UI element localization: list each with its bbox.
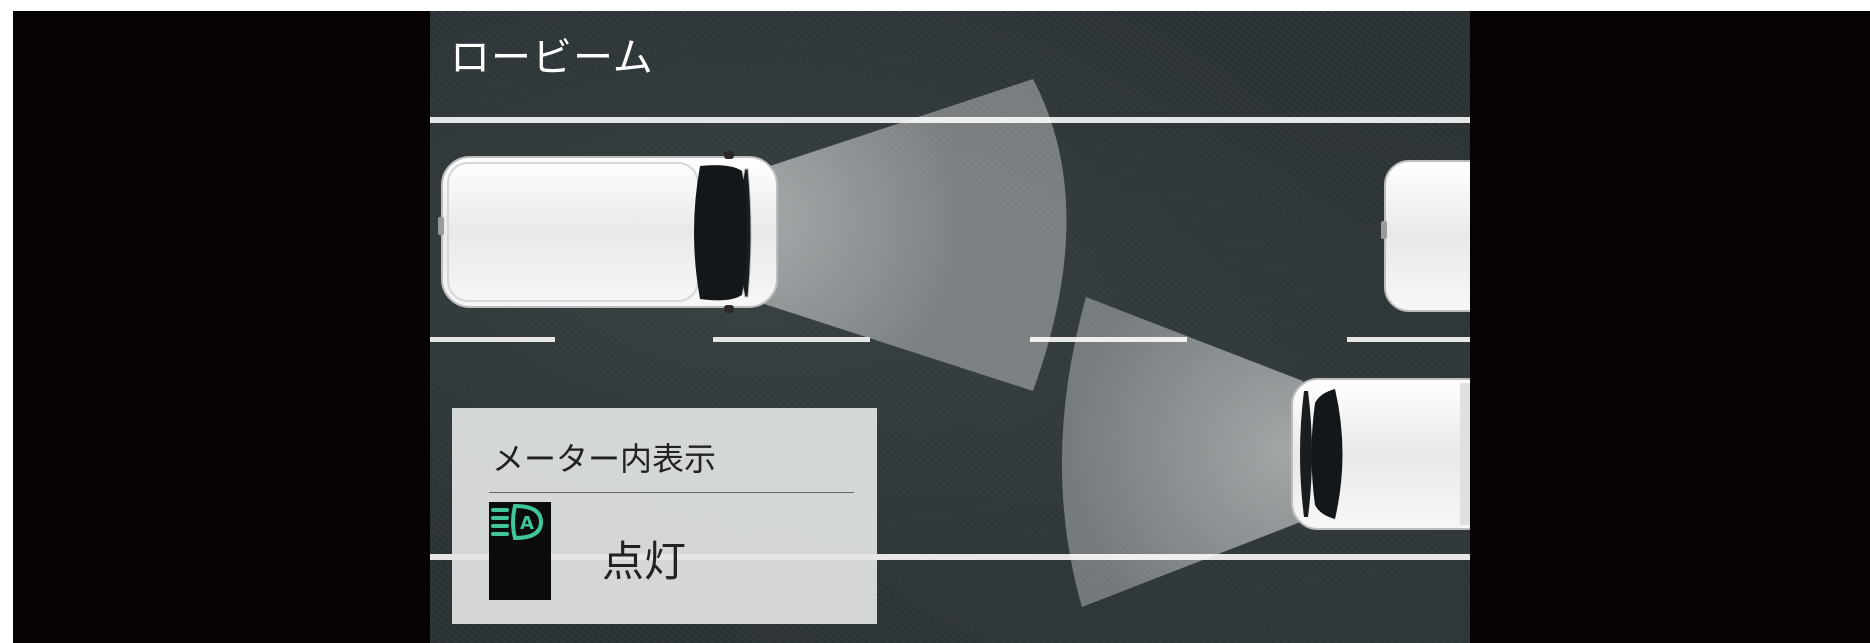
lane-dash: [713, 337, 870, 342]
own-vehicle: [438, 151, 778, 313]
lane-dash: [430, 337, 555, 342]
svg-text:A: A: [520, 513, 534, 534]
oncoming-vehicle: [1291, 378, 1470, 530]
lane-line-bottom: [430, 554, 1470, 560]
panel-title: メーター内表示: [492, 440, 717, 478]
low-beam-cone-left-vehicle: [755, 79, 1067, 391]
preceding-vehicle: [1381, 160, 1470, 312]
scene-title: ロービーム: [450, 35, 654, 81]
road-scene: ロービーム メーター内表示 A 点灯: [430, 11, 1470, 643]
road-illustration: [430, 79, 1470, 607]
panel-divider: [489, 492, 854, 493]
auto-high-beam-icon: A: [489, 502, 551, 600]
meter-display-panel: メーター内表示 A 点灯: [452, 408, 877, 624]
lane-dash: [1347, 337, 1470, 342]
status-text: 点灯: [602, 537, 687, 586]
low-beam-cone-oncoming-vehicle: [1061, 297, 1303, 607]
